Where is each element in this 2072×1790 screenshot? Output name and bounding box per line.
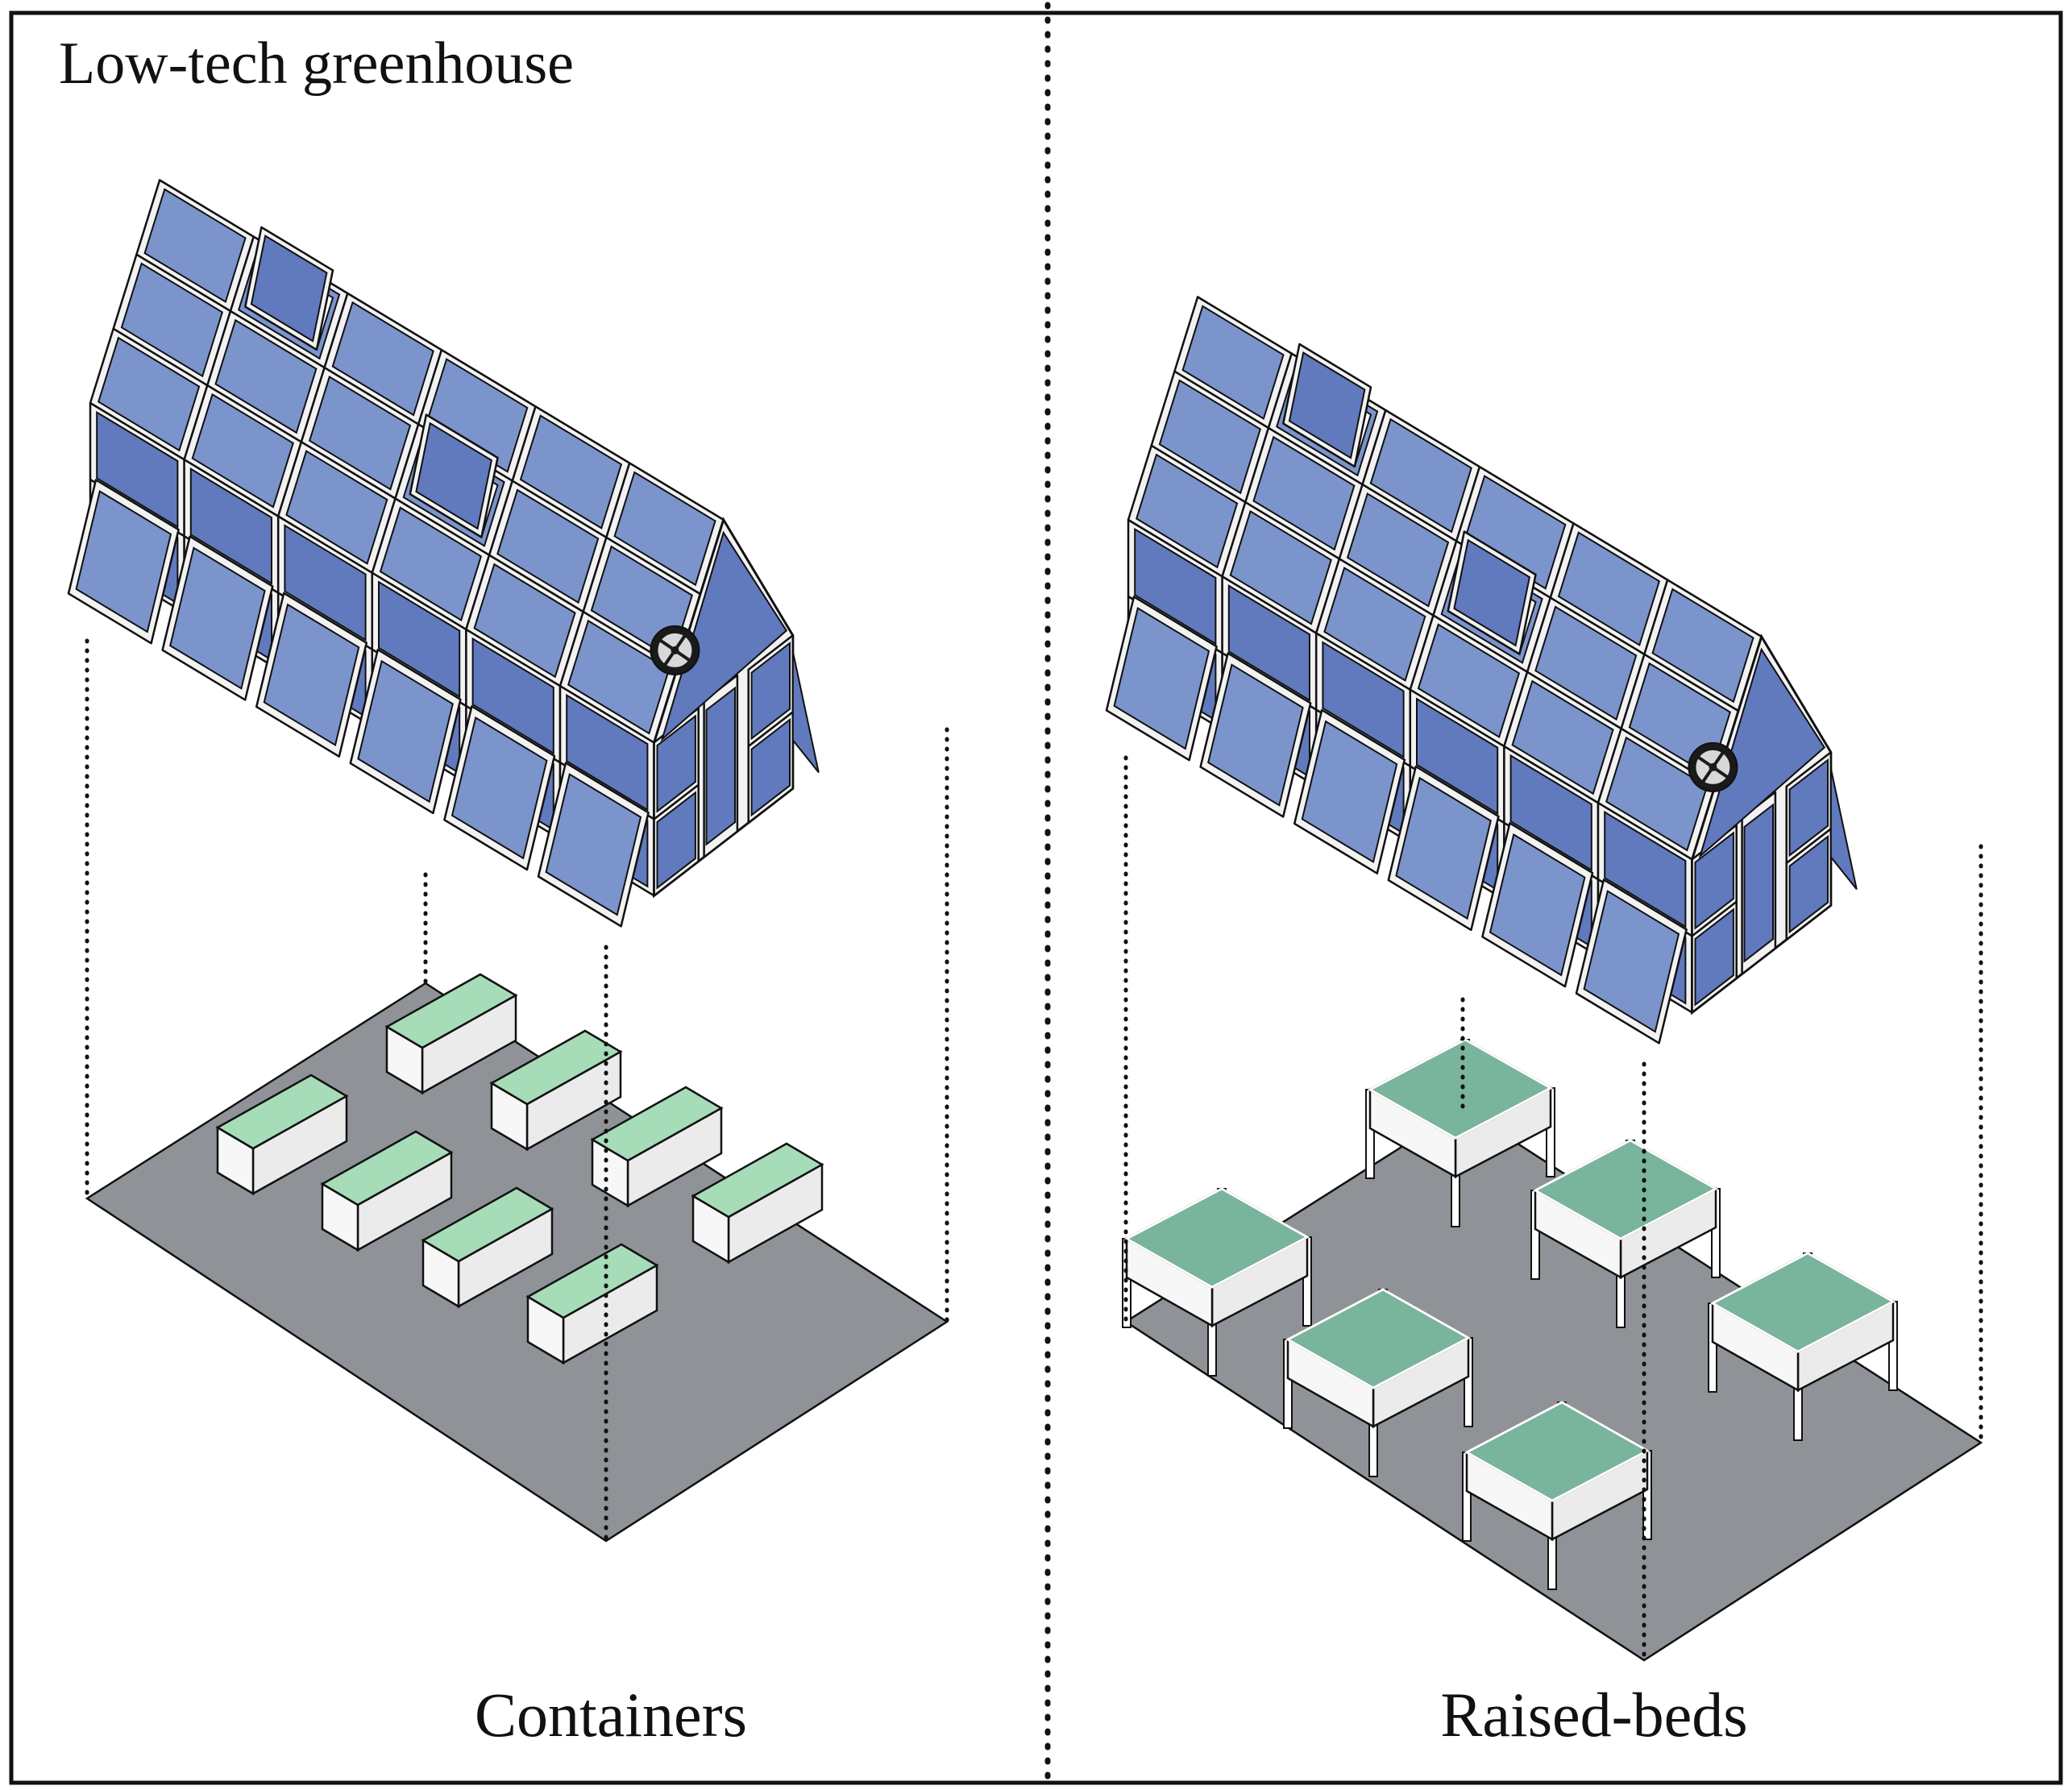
roof-panel xyxy=(1361,409,1481,542)
projection-lines xyxy=(85,638,949,1543)
caption-containers: Containers xyxy=(475,1680,747,1750)
side-flap xyxy=(1481,822,1594,988)
side-flap xyxy=(1387,765,1500,932)
side-flap xyxy=(443,705,556,871)
greenhouse-illustration xyxy=(67,179,820,928)
floor-slab xyxy=(1123,1107,1983,1662)
side-flap xyxy=(1293,708,1406,874)
roof-panel xyxy=(1549,522,1669,656)
caption-raised-beds: Raised-beds xyxy=(1440,1680,1747,1750)
side-flap xyxy=(255,592,368,758)
container-box xyxy=(421,1186,554,1309)
container-box xyxy=(691,1142,824,1265)
roof-vent-hatch xyxy=(1447,530,1537,655)
roof-panel xyxy=(1150,370,1270,504)
side-flap xyxy=(1575,878,1688,1045)
fan-icon xyxy=(650,625,700,675)
roof-vent-icon xyxy=(1282,343,1372,468)
door xyxy=(1741,791,1777,975)
roof-vent-icon xyxy=(409,413,499,539)
container-box xyxy=(489,1029,623,1152)
container-box xyxy=(384,973,518,1095)
container-box xyxy=(590,1086,724,1208)
raised-bed xyxy=(1462,1401,1652,1590)
container-box xyxy=(525,1243,659,1365)
raised-bed xyxy=(1283,1288,1473,1477)
side-flap xyxy=(161,535,274,701)
roof-panel xyxy=(1314,558,1435,691)
raised-bed xyxy=(1530,1139,1721,1328)
roof-panel xyxy=(276,441,397,574)
side-flap xyxy=(1199,652,1312,818)
raised-bed xyxy=(1122,1187,1312,1377)
roof-vent-hatch xyxy=(1282,343,1372,468)
roof-vent-hatch xyxy=(409,413,499,538)
side-awning xyxy=(791,651,820,774)
roof-panel xyxy=(300,366,420,500)
container-box xyxy=(320,1130,454,1252)
side-awning xyxy=(1829,768,1858,891)
growing-units xyxy=(215,973,824,1365)
roof-panel xyxy=(488,480,608,613)
roof-vent-hatch xyxy=(244,226,334,351)
end-wall-panel xyxy=(653,783,700,897)
raised-bed xyxy=(1365,1038,1555,1227)
end-wall-panel xyxy=(1785,828,1833,941)
side-flap xyxy=(1105,596,1218,762)
projection-lines xyxy=(1123,755,1983,1663)
floor-plan xyxy=(1123,1107,1983,1662)
greenhouse-illustration xyxy=(1105,296,1858,1045)
fan-icon xyxy=(1688,741,1738,792)
panel-raised-beds xyxy=(1105,296,1983,1663)
gable-end-wall xyxy=(653,517,795,899)
roof-panel xyxy=(1643,579,1763,712)
growing-units xyxy=(1122,1038,1898,1590)
end-wall-panel xyxy=(1691,900,1738,1014)
roof-panel xyxy=(1503,671,1622,804)
panel-containers xyxy=(67,179,949,1543)
figure-title: Low-tech greenhouse xyxy=(59,31,574,97)
roof-panel xyxy=(183,384,303,517)
side-flap xyxy=(67,479,180,645)
gable-end-wall xyxy=(1691,633,1833,1015)
end-wall-panel xyxy=(1785,751,1833,865)
container-box xyxy=(215,1074,349,1196)
end-wall-panel xyxy=(747,711,795,824)
raised-bed xyxy=(1708,1252,1898,1441)
wall-panel xyxy=(371,571,467,708)
roof-vent-icon xyxy=(1447,530,1537,656)
roof-panel xyxy=(206,309,326,443)
side-flap xyxy=(349,648,462,815)
roof-vent-icon xyxy=(244,226,334,351)
door xyxy=(703,674,739,858)
wall-panel xyxy=(1597,801,1693,937)
end-wall-panel xyxy=(747,634,795,748)
side-flap xyxy=(537,762,650,928)
